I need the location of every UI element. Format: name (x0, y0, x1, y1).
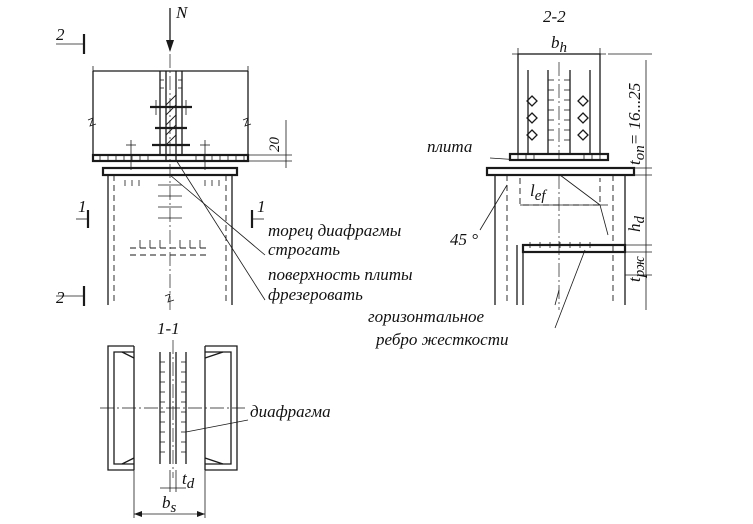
note-1-line-1: торец диафрагмы (268, 221, 401, 240)
dimension-20-label: 20 (267, 137, 283, 153)
note-3-line-2: ребро жесткости (375, 330, 508, 349)
force-label: N (175, 3, 189, 22)
dim-lef-label: lef (530, 181, 547, 204)
note-2-line-1: поверхность плиты (268, 265, 413, 284)
dim-hd-label: hd (625, 216, 648, 233)
section-1-marker-right: 1 (257, 197, 266, 216)
dim-ton-label: tоп= 16...25 (625, 83, 648, 165)
note-2-line-2: фрезеровать (268, 285, 363, 304)
note-1-line-2: строгать (268, 240, 340, 259)
dim-trzh-label: tрж (625, 256, 648, 282)
plita-label: плита (427, 137, 472, 156)
section-2-marker-top: 2 (56, 25, 65, 44)
section-1-marker-left: 1 (78, 197, 87, 216)
dim-bh-label: bh (551, 33, 567, 56)
section-1-1-title: 1-1 (157, 319, 180, 338)
section-2-marker-bottom: 2 (56, 288, 65, 307)
angle-label: 45 ° (450, 230, 478, 249)
diafragma-label: диафрагма (250, 402, 331, 421)
dim-td-label: td (182, 469, 195, 492)
section-2-2-title: 2-2 (543, 7, 566, 26)
left-elevation-view (56, 8, 292, 310)
section-2-2-view (479, 48, 652, 329)
section-1-1-view (100, 340, 249, 518)
dim-bs-label: bs (162, 493, 177, 516)
note-3-line-1: горизонтальное (368, 307, 485, 326)
